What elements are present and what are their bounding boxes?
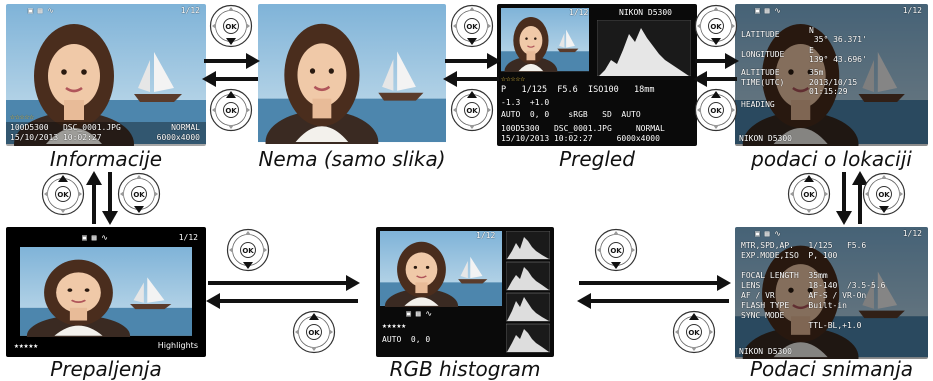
quality: NORMAL <box>171 123 200 132</box>
altitude-label: ALTITUDE <box>741 68 780 77</box>
latitude-label: LATITUDE <box>741 30 780 39</box>
wb-row: AUTO 0, 0 <box>382 335 431 344</box>
multi-selector-up-icon <box>672 310 716 354</box>
overlay-dim <box>735 227 928 359</box>
caption-lokacija: podaci o lokaciji <box>751 147 912 171</box>
caption-informacije: Informacije <box>49 147 163 171</box>
display-mode-icons: ▣ ▦ ∿ <box>82 233 108 242</box>
multi-selector-down-icon <box>594 228 638 272</box>
arrows-informacije-nema <box>202 53 260 87</box>
image-size: 6000x4000 <box>156 133 200 142</box>
display-mode-icons: ▣ ▦ ∿ <box>755 6 781 15</box>
multi-selector-up-icon <box>41 172 85 216</box>
rating-stars: ★★★★★ <box>14 341 39 350</box>
file-line: 100D5300 DSC_0001.JPG <box>10 123 121 132</box>
file-line: 100D5300 DSC_0001.JPG NORMAL <box>501 124 665 133</box>
arrows-rgb-snimanja <box>577 275 731 309</box>
multi-selector-down-icon <box>862 172 906 216</box>
screen-pregled: 1/12 NIKON D5300 ☆☆☆☆☆ P 1/125 F5.6 ISO1… <box>497 4 697 146</box>
screen-informacije: ▣ ▦ ∿ 1/12 ☆☆☆☆☆ 100D5300 DSC_0001.JPG N… <box>6 4 206 146</box>
screen-nema <box>258 4 446 144</box>
image-counter: 1/12 <box>180 6 200 15</box>
overlay-dim <box>735 4 928 146</box>
screen-rgb: 1/12 ▣ ▦ ∿ ★★★★★ AUTO 0, 0 <box>376 227 554 357</box>
caption-prepaljenja: Prepaljenja <box>50 357 162 381</box>
latitude-value: N 35° 36.371' <box>809 26 867 44</box>
camera-model: NIKON D5300 <box>739 134 792 143</box>
date-line: 15/10/2013 10:02:27 6000x4000 <box>501 134 660 143</box>
longitude-label: LONGITUDE <box>741 50 785 59</box>
rating-stars: ★★★★★ <box>382 321 407 330</box>
multi-selector-up-icon <box>209 88 253 132</box>
image-counter: 1/12 <box>569 8 589 17</box>
arrows-lokacija-snimanja <box>836 171 868 225</box>
multi-selector-down-icon <box>450 4 494 48</box>
caption-pregled: Pregled <box>559 147 635 171</box>
image-counter: 1/12 <box>178 233 198 242</box>
info-bar <box>6 122 206 146</box>
rating-stars: ☆☆☆☆☆ <box>501 74 526 83</box>
thumbnail <box>501 8 589 72</box>
altitude-value: 35m <box>809 68 824 77</box>
image-counter: 1/12 <box>902 229 922 238</box>
image-counter: 1/12 <box>902 6 922 15</box>
multi-selector-down-icon <box>226 228 270 272</box>
arrows-informacije-prepaljenja <box>86 171 118 225</box>
screen-snimanja: ▣ ▦ ∿ 1/12 MTR,SPD,AP. 1/125 F5.6 EXP.MO… <box>735 227 928 359</box>
screen-prepaljenja: ▣ ▦ ∿ 1/12 ★★★★★ Highlights <box>6 227 206 357</box>
multi-selector-down-icon <box>117 172 161 216</box>
display-mode-icons: ▣ ▦ ∿ <box>28 6 54 15</box>
multi-selector-down-icon <box>694 4 738 48</box>
shooting-row-2: -1.3 +1.0 <box>501 98 550 107</box>
highlights-label: Highlights <box>157 341 198 350</box>
rgb-histograms <box>506 231 550 353</box>
caption-nema: Nema (samo slika) <box>258 147 446 171</box>
date-line: 15/10/2013 10:02:27 <box>10 133 102 142</box>
camera-model: NIKON D5300 <box>739 347 792 356</box>
multi-selector-up-icon <box>694 88 738 132</box>
photo <box>20 247 192 337</box>
caption-snimanja: Podaci snimanja <box>749 357 914 381</box>
thumbnail <box>380 231 502 307</box>
longitude-value: E 139° 43.696' <box>809 46 867 64</box>
shooting-row-1: P 1/125 F5.6 ISO100 18mm <box>501 85 655 95</box>
arrows-prepaljenja-rgb <box>206 275 360 309</box>
arrows-pregled-lokacija <box>693 53 739 87</box>
multi-selector-up-icon <box>292 310 336 354</box>
display-mode-icons: ▣ ▦ ∿ <box>755 229 781 238</box>
multi-selector-up-icon <box>450 88 494 132</box>
multi-selector-up-icon <box>787 172 831 216</box>
shooting-data: MTR,SPD,AP. 1/125 F5.6 EXP.MODE,ISO P, 1… <box>741 241 886 330</box>
luminance-histogram <box>597 20 691 76</box>
display-mode-icons: ▣ ▦ ∿ <box>382 309 433 318</box>
arrows-nema-pregled <box>443 53 501 87</box>
rating-stars: ☆☆☆☆☆ <box>10 112 35 121</box>
time-value: 2013/10/15 01:15:29 <box>809 78 858 96</box>
screen-lokacija: ▣ ▦ ∿ 1/12 LATITUDE N 35° 36.371' LONGIT… <box>735 4 928 146</box>
image-counter: 1/12 <box>476 231 496 240</box>
shooting-row-3: AUTO 0, 0 sRGB SD AUTO <box>501 110 641 119</box>
caption-rgb: RGB histogram <box>389 357 541 381</box>
time-label: TIME(UTC) <box>741 78 785 87</box>
multi-selector-down-icon <box>209 4 253 48</box>
camera-model: NIKON D5300 <box>619 8 672 17</box>
heading-label: HEADING <box>741 100 775 109</box>
